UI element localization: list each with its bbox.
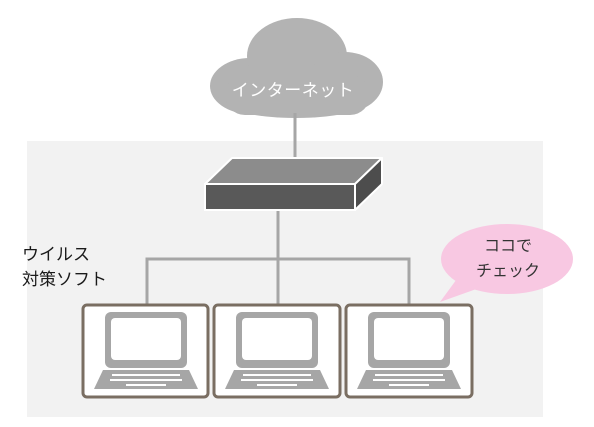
computer-panel-2 [212,303,342,399]
router-icon [204,157,383,211]
computer-panel-1 [81,303,210,399]
callout-text: ココで チェック [446,233,570,283]
network-cables [145,113,411,305]
callout-line2: チェック [475,261,540,280]
computer-panel-3 [344,303,474,399]
callout-line1: ココで [483,236,532,255]
antivirus-label-line1: ウイルス [22,245,90,265]
cloud-icon [210,18,383,118]
antivirus-label: ウイルス 対策ソフト [22,243,107,293]
laptop-icon [225,312,329,389]
speech-bubble-icon [440,224,573,302]
cloud-label: インターネット [231,81,355,101]
antivirus-label-line2: 対策ソフト [22,270,107,290]
laptop-icon [94,312,198,389]
laptop-icon [357,312,461,389]
